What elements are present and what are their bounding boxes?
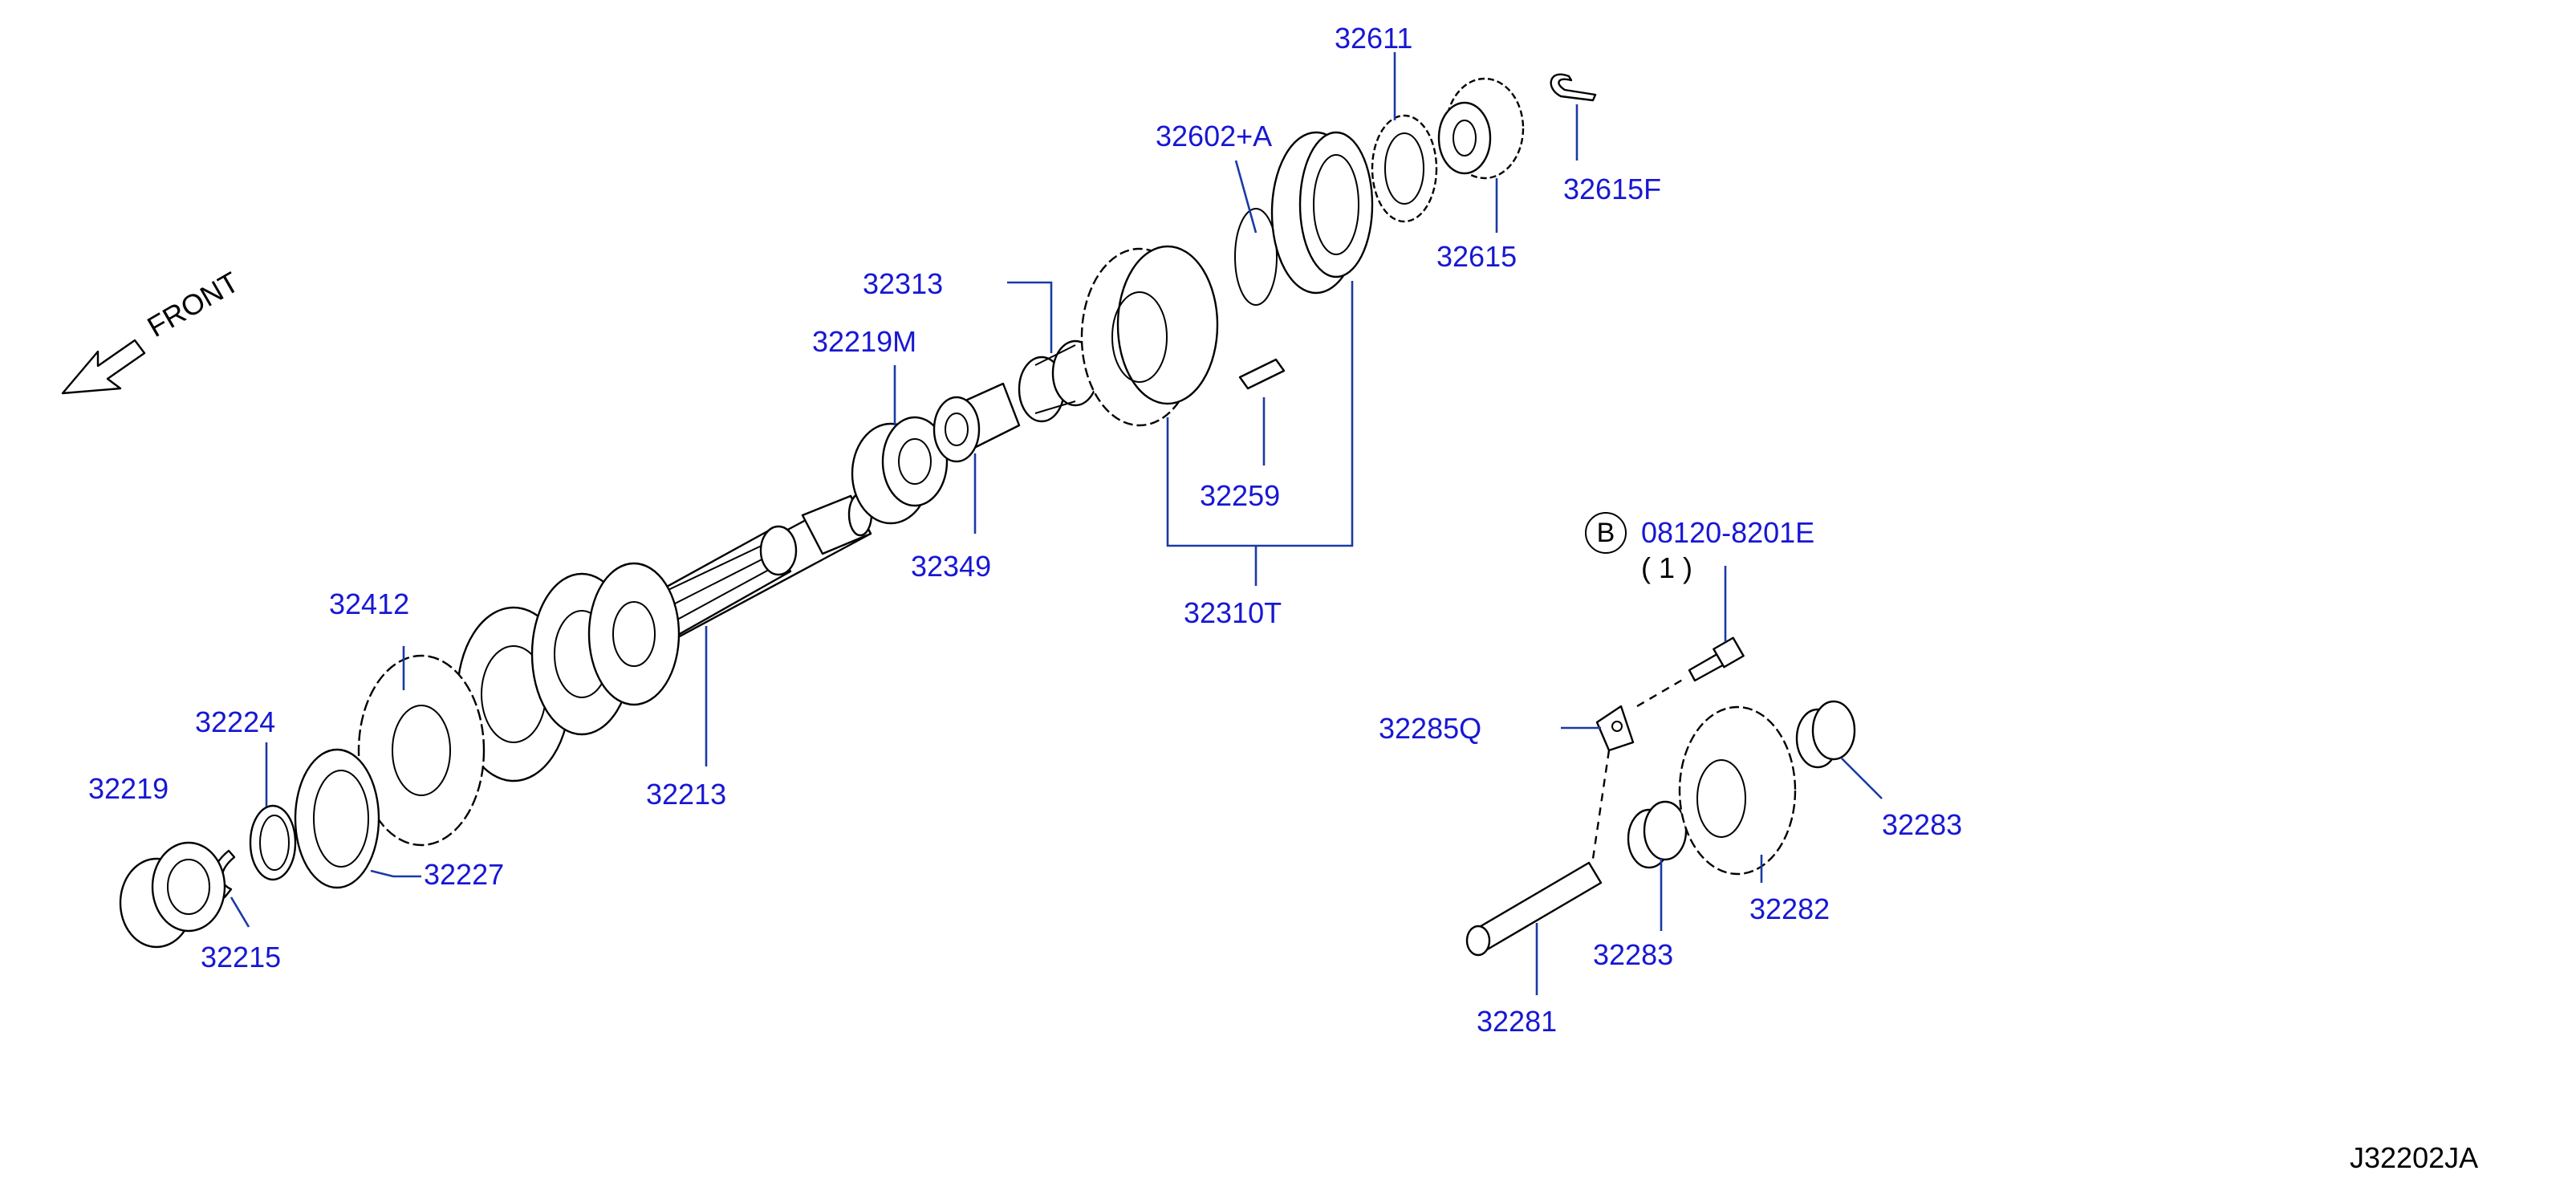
label-32227: 32227 (424, 858, 505, 891)
key-32259 (1238, 358, 1286, 390)
ring-32224 (249, 804, 297, 881)
idler-shaft-32281 (1465, 861, 1603, 957)
label-32219: 32219 (88, 772, 169, 805)
bolt-marker-b: B (1585, 512, 1627, 554)
ring-32602A (1234, 208, 1278, 306)
idler-bolt (1688, 636, 1745, 682)
label-32259: 32259 (1200, 479, 1281, 512)
label-32349: 32349 (911, 550, 992, 583)
shaft-gear-cluster (456, 562, 681, 782)
needle-bearing-32283-lower (1627, 800, 1688, 869)
label-bolt-qty: ( 1 ) (1641, 551, 1693, 584)
front-arrow-icon (61, 339, 146, 395)
label-32615F: 32615F (1563, 173, 1662, 205)
label-32283-upper: 32283 (1882, 808, 1963, 841)
label-32285Q: 32285Q (1379, 712, 1482, 745)
hub-32615 (1437, 77, 1525, 180)
gear-32282 (1678, 705, 1797, 876)
label-32224: 32224 (195, 705, 276, 738)
needle-bearing-32283-upper (1795, 700, 1856, 769)
clip-32615F (1550, 73, 1597, 102)
label-32611: 32611 (1335, 22, 1413, 55)
gear-32412 (357, 654, 486, 847)
label-32310T: 32310T (1184, 596, 1282, 629)
washer-32227 (294, 748, 380, 889)
label-32615: 32615 (1436, 240, 1518, 273)
label-32283-lower: 32283 (1593, 938, 1674, 971)
gear-32310T (1080, 245, 1219, 427)
label-32313: 32313 (863, 267, 944, 300)
leader-lines (230, 52, 1883, 995)
label-32215: 32215 (201, 941, 282, 973)
label-32219M: 32219M (812, 325, 917, 358)
bearing-32219 (119, 841, 226, 949)
bracket-32285Q (1595, 705, 1635, 752)
label-32281: 32281 (1477, 1005, 1558, 1038)
label-32602A: 32602+A (1156, 120, 1273, 152)
label-bolt-part: 08120-8201E (1641, 516, 1815, 549)
reference-code: J32202JA (2350, 1141, 2479, 1174)
label-32282: 32282 (1749, 892, 1830, 925)
bushing-32349 (932, 382, 1021, 463)
ring-32611 (1371, 114, 1438, 223)
bearing-32219M (851, 416, 949, 525)
sleeve-32310T (1270, 131, 1374, 295)
label-32412: 32412 (329, 587, 410, 620)
label-32213: 32213 (646, 778, 727, 811)
